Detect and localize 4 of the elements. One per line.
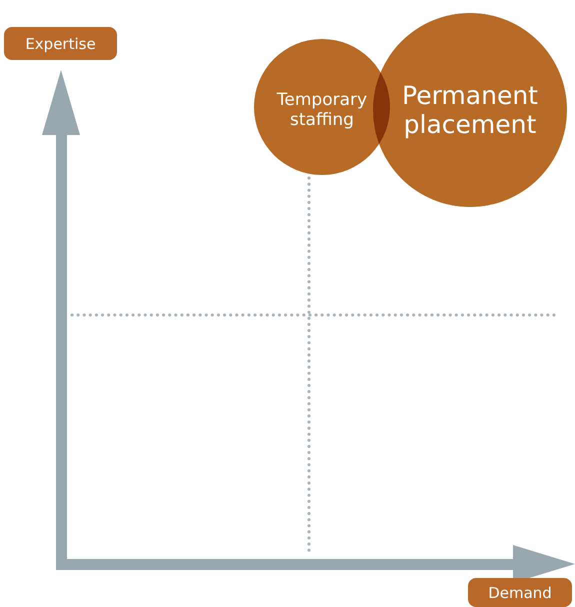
circle-label: Temporary staffing — [276, 90, 368, 130]
circle-label: Permanent placement — [401, 81, 539, 139]
axis-label-badge: Demand — [468, 578, 572, 607]
axis-label-badge: Expertise — [4, 27, 117, 60]
